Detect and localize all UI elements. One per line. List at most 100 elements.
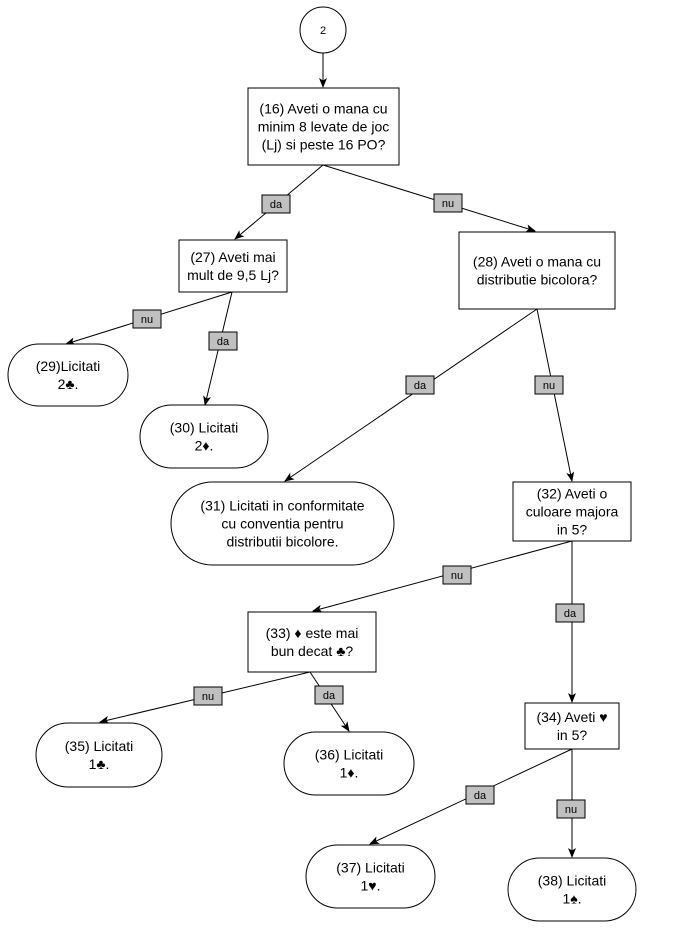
node-text-line: (33) ♦ este mai	[266, 625, 359, 641]
edge-label-box	[442, 565, 472, 585]
edge-label-box	[465, 785, 495, 805]
edge-label-text: nu	[451, 570, 463, 582]
decision-box	[524, 702, 620, 750]
node-text-line: (36) Licitati	[315, 747, 383, 763]
edge-label-34-37: da	[465, 785, 495, 805]
node-text-line: 1♠.	[562, 891, 581, 907]
edge-28-31	[284, 308, 538, 482]
edge-label-box	[261, 194, 291, 214]
edge-label-text: nu	[543, 380, 555, 392]
edge-label-text: da	[270, 199, 283, 211]
node-n33: (33) ♦ este mai bun decat ♣?	[247, 611, 377, 673]
node-n30: (30) Licitati 2♦.	[139, 404, 269, 469]
edge-label-box	[556, 799, 586, 819]
node-n16: (16) Aveti o mana cu minim 8 levate de jo…	[247, 87, 400, 166]
node-n27: (27) Aveti mai mult de 9,5 Lj?	[178, 239, 288, 293]
node-n38: (38) Licitati 1♠.	[507, 857, 637, 922]
terminal-pill	[35, 722, 163, 788]
connector-label: 2	[320, 25, 326, 37]
node-text-line: (32) Aveti o	[537, 486, 608, 502]
node-text-line: distributie bicolora?	[477, 272, 598, 288]
edge-label-box	[433, 193, 463, 213]
node-n36: (36) Licitati 1♦.	[283, 731, 415, 796]
edge-label-text: nu	[141, 314, 153, 326]
edge-label-box	[314, 685, 344, 705]
edge-label-27-29: nu	[132, 309, 162, 329]
node-text-line: (27) Aveti mai	[190, 249, 275, 265]
edge-label-text: da	[564, 608, 577, 620]
node-text-line: (28) Aveti o mana cu	[473, 254, 601, 270]
edge-28-32	[536, 308, 575, 482]
edge-label-34-38: nu	[556, 799, 586, 819]
decision-box	[247, 87, 400, 166]
edge-label-16-28: nu	[433, 193, 463, 213]
node-text-line: cu conventia pentru	[221, 516, 343, 532]
node-n31: (31) Licitati in conformitate cu conventi…	[170, 481, 395, 566]
edge-label-box	[405, 375, 435, 395]
terminal-pill	[7, 343, 129, 407]
edge-16-28	[322, 164, 536, 233]
node-n32: (32) Aveti o culoare majora in 5?	[512, 481, 632, 542]
decision-box	[247, 611, 377, 673]
edge-label-text: da	[217, 336, 230, 348]
node-n28: (28) Aveti o mana cu distributie bicolora…	[458, 231, 616, 310]
node-text-line: (37) Licitati	[336, 860, 404, 876]
edge-label-box	[534, 375, 564, 395]
edge-label-box	[193, 686, 223, 706]
node-text-line: (30) Licitati	[170, 420, 238, 436]
edge-label-32-33: nu	[442, 565, 472, 585]
node-text-line: (35) Licitati	[65, 738, 133, 754]
node-text-line: 1♦.	[340, 765, 359, 781]
edge-label-box	[555, 603, 585, 623]
node-text-line: (29)Licitati	[36, 358, 101, 374]
node-text-line: 1♣.	[89, 756, 110, 772]
terminal-pill	[170, 481, 395, 566]
node-n29: (29)Licitati 2♣.	[7, 343, 129, 407]
decision-box	[512, 481, 632, 542]
edge-label-28-31: da	[405, 375, 435, 395]
node-text-line: (Lj) si peste 16 PO?	[262, 137, 386, 153]
node-n37: (37) Licitati 1♥.	[305, 844, 436, 909]
connector-2: 2	[299, 6, 347, 54]
node-text-line: (38) Licitati	[538, 873, 606, 889]
node-text-line: bun decat ♣?	[271, 643, 354, 659]
edge-label-box	[132, 309, 162, 329]
node-text-line: (31) Licitati in conformitate	[200, 498, 364, 514]
decision-box	[458, 231, 616, 310]
node-text-line: 1♥.	[361, 878, 381, 894]
nodes-layer: 2 (16) Aveti o mana cu minim 8 levate de j…	[7, 6, 637, 922]
terminal-pill	[283, 731, 415, 796]
edge-label-text: da	[323, 690, 336, 702]
edge-label-text: nu	[565, 804, 577, 816]
edge-label-32-34: da	[555, 603, 585, 623]
node-text-line: mult de 9,5 Lj?	[187, 267, 279, 283]
terminal-pill	[507, 857, 637, 922]
node-n35: (35) Licitati 1♣.	[35, 722, 163, 788]
edge-label-16-27: da	[261, 194, 291, 214]
edge-label-text: da	[414, 380, 427, 392]
node-text-line: (34) Aveti ♥	[536, 709, 607, 725]
edge-label-text: nu	[442, 198, 454, 210]
edge-label-28-32: nu	[534, 375, 564, 395]
edge-label-text: nu	[202, 691, 214, 703]
terminal-pill	[305, 844, 436, 909]
node-text-line: 2♣.	[58, 376, 79, 392]
node-text-line: (16) Aveti o mana cu	[259, 101, 387, 117]
terminal-pill	[139, 404, 269, 469]
edge-label-27-30: da	[208, 331, 238, 351]
decision-box	[178, 239, 288, 293]
node-text-line: 2♦.	[195, 438, 214, 454]
edge-label-text: da	[474, 790, 487, 802]
node-text-line: in 5?	[557, 522, 588, 538]
edge-label-33-35: nu	[193, 686, 223, 706]
labels-layer: da nu nu da da nu nu da nu da da nu	[132, 193, 586, 819]
edge-label-33-36: da	[314, 685, 344, 705]
node-text-line: distributii bicolore.	[226, 534, 338, 550]
connector-circle	[299, 6, 347, 54]
node-text-line: in 5?	[557, 727, 588, 743]
node-n34: (34) Aveti ♥ in 5?	[524, 702, 620, 750]
node-text-line: culoare majora	[526, 504, 619, 520]
node-text-line: minim 8 levate de joc	[258, 119, 390, 135]
edge-label-box	[208, 331, 238, 351]
